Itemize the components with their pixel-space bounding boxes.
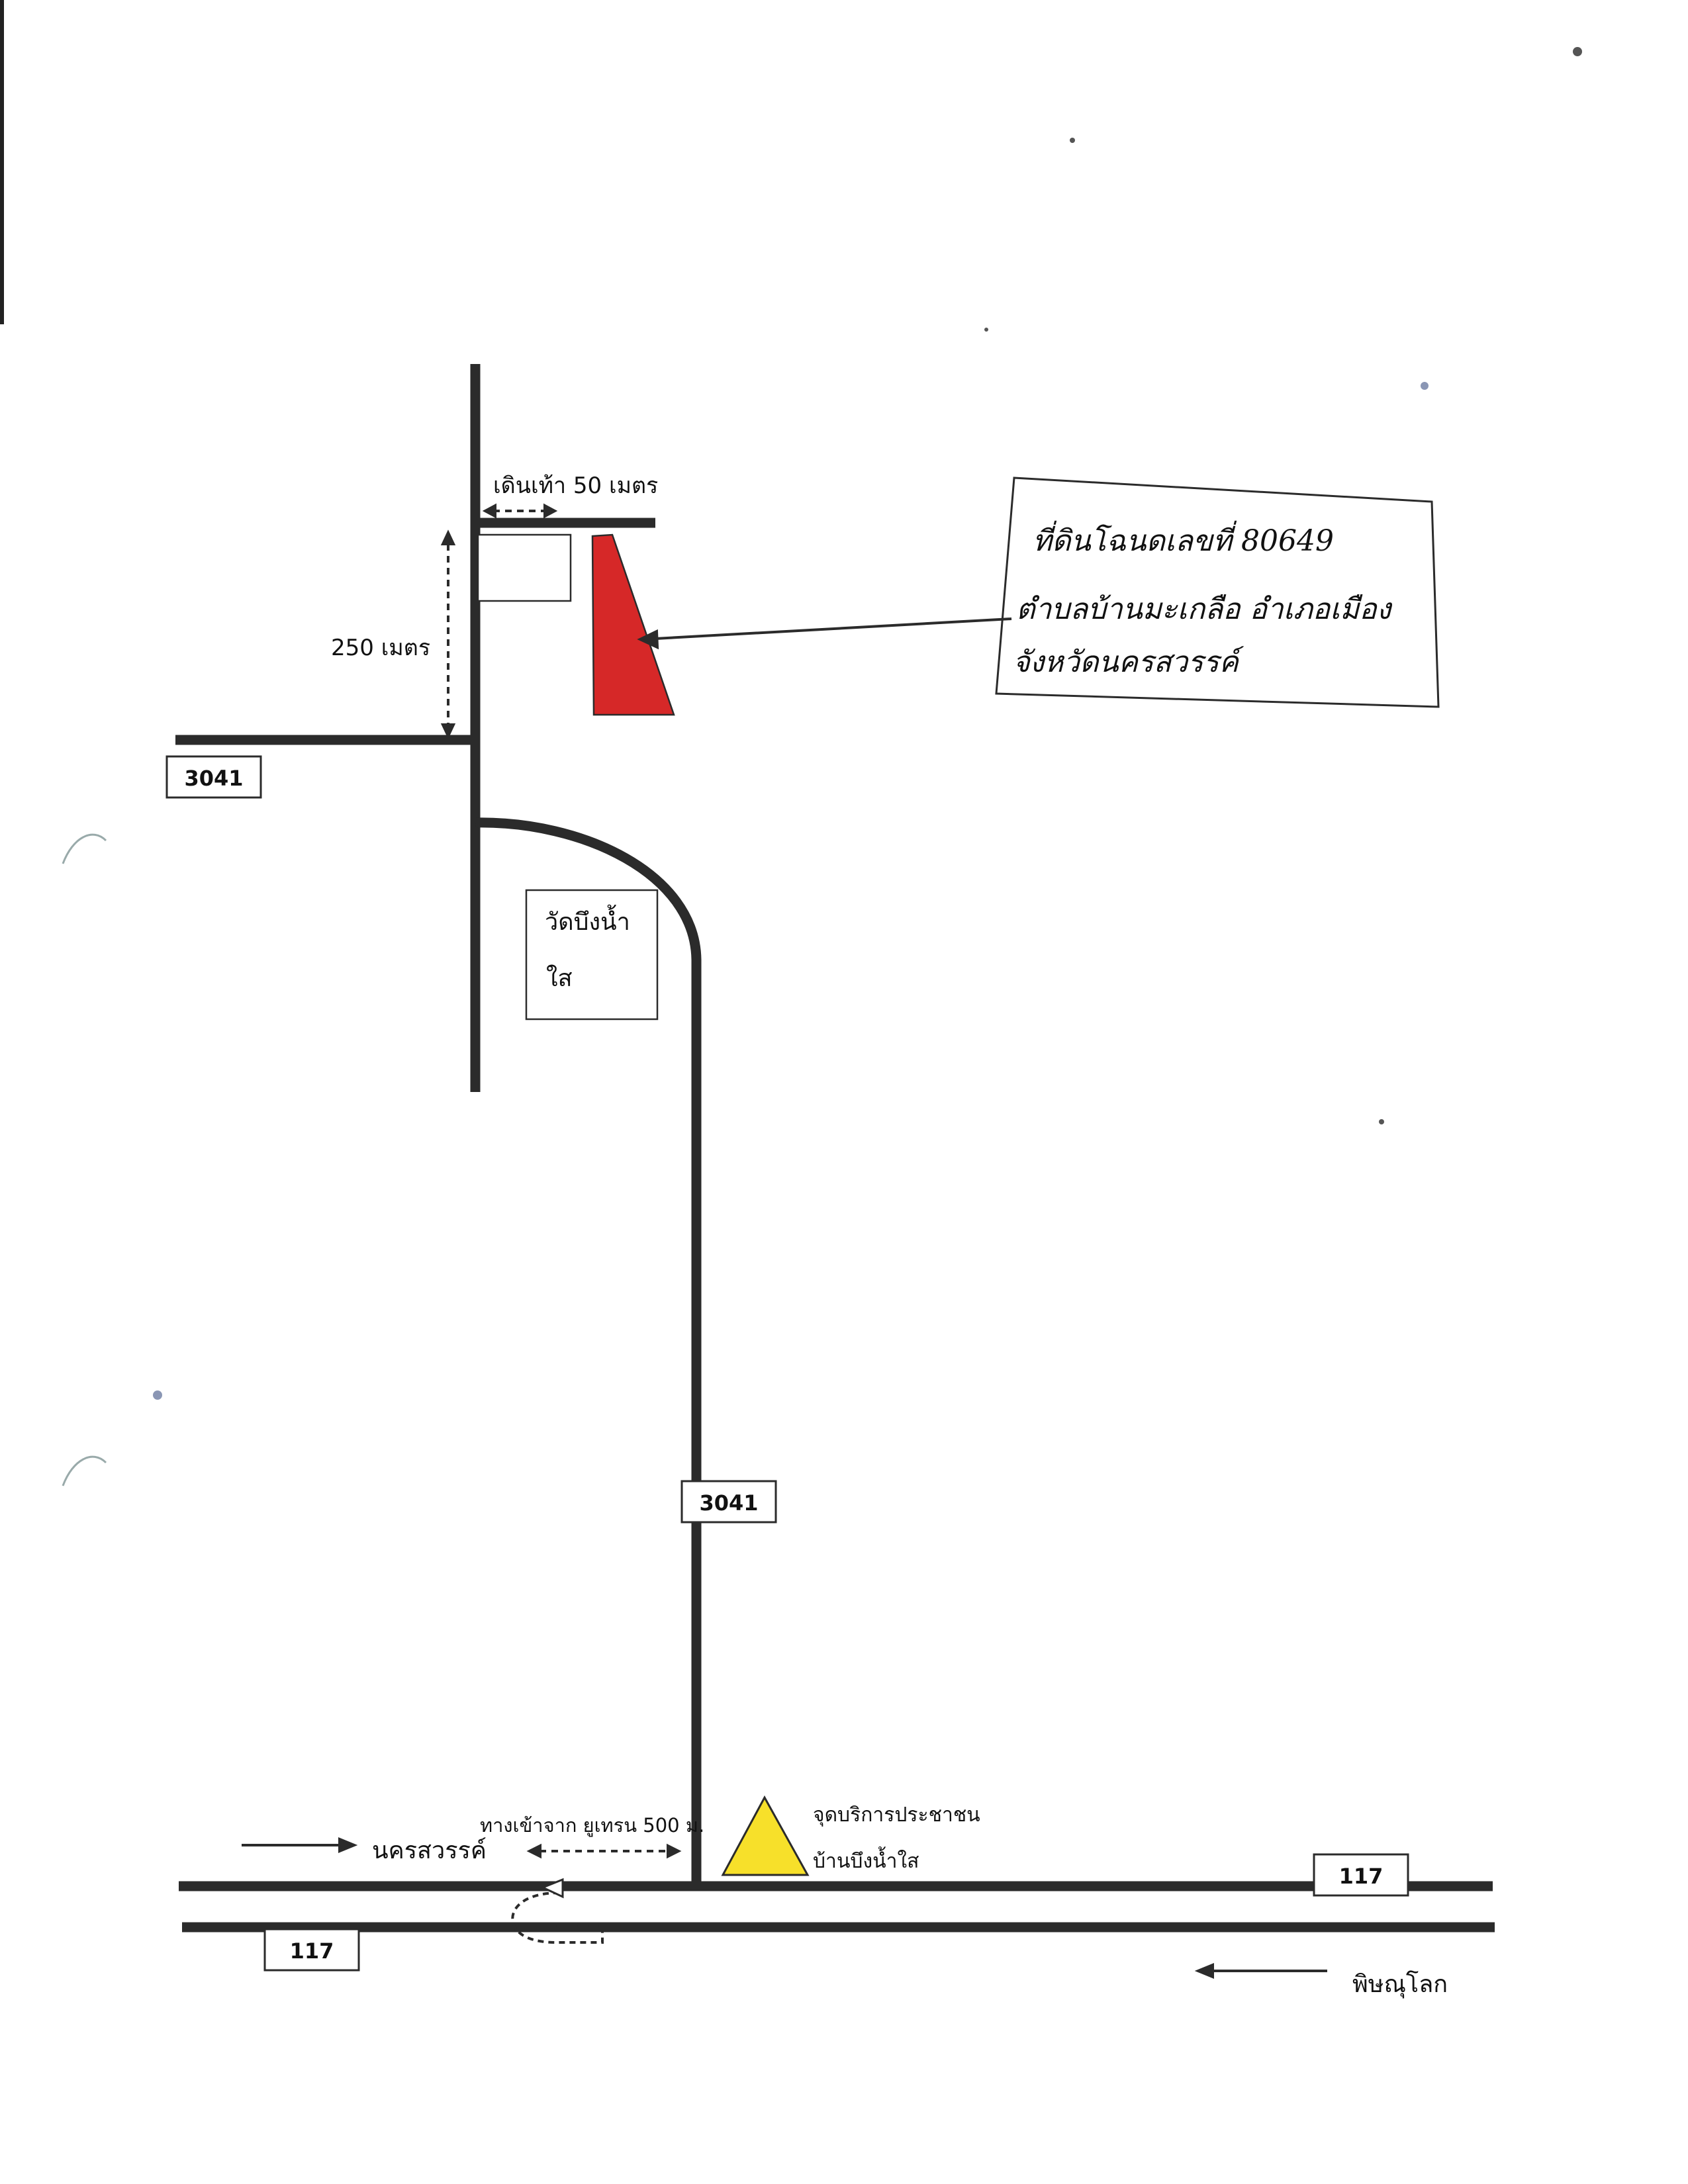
land-plot-shape <box>591 533 675 716</box>
u-turn-arrowhead <box>540 1878 564 1899</box>
info-box-line1: ที่ดินโฉนดเลขที่ 80649 <box>1033 520 1334 558</box>
info-pointer <box>637 617 1012 650</box>
distance-markers <box>440 503 682 1859</box>
temple-label-line2: ใส <box>546 964 573 992</box>
service-point-triangle <box>721 1795 810 1876</box>
arrow-to-phitsanulok-head <box>1194 1963 1214 1979</box>
walk-distance-label: เดินเท้า 50 เมตร <box>493 473 658 499</box>
roads <box>175 364 1495 1933</box>
direction-arrows <box>242 1837 1327 1979</box>
building-near-plot <box>477 533 572 602</box>
route-shield-3041-south: 3041 <box>680 1480 777 1524</box>
route-shield-3041-west-box <box>165 755 262 799</box>
scan-hole-mark <box>62 833 107 864</box>
route-shield-3041-south-box <box>680 1480 777 1524</box>
route-shield-117-east-text: 117 <box>1339 1864 1383 1889</box>
distance-250-label: 250 เมตร <box>331 635 430 661</box>
phitsanulok-label: พิษณุโลก <box>1352 1970 1448 1999</box>
scan-hole-mark <box>62 1455 107 1486</box>
temple-box: วัดบึงน้ำ ใส <box>525 889 659 1021</box>
u-turn-path <box>511 1891 604 1944</box>
scan-marks <box>0 0 1582 1486</box>
route-shield-117-west: 117 <box>263 1928 360 1972</box>
info-box-line3: จังหวัดนครสวรรค์ <box>1013 645 1244 679</box>
service-point-label-line1: จุดบริการประชาชน <box>813 1803 980 1827</box>
distance-250-bottom-head <box>440 723 456 739</box>
info-pointer-line <box>655 617 1012 640</box>
u-turn-arrow <box>511 1891 604 1944</box>
info-pointer-head <box>637 629 659 650</box>
info-box: ที่ดินโฉนดเลขที่ 80649 ตำบลบ้านมะเกลือ อ… <box>995 477 1440 708</box>
uturn-arrow-right-head <box>667 1843 682 1859</box>
road-3041-curve <box>475 817 702 1886</box>
route-shield-3041-west-text: 3041 <box>184 766 243 791</box>
scan-speck <box>153 1390 162 1400</box>
nakhon-sawan-label: นครสวรรค์ <box>372 1837 487 1864</box>
uturn-distance-label: ทางเข้าจาก ยูเทรน 500 ม. <box>480 1814 704 1837</box>
route-shield-117-west-box <box>263 1928 360 1972</box>
route-shield-117-west-text: 117 <box>290 1938 334 1964</box>
scan-speck <box>1379 1119 1384 1124</box>
distance-250-top-head <box>440 529 456 545</box>
info-box-outline <box>995 477 1440 708</box>
scan-speck <box>1573 47 1582 56</box>
scan-speck <box>1421 382 1429 390</box>
scan-speck <box>984 328 988 332</box>
arrow-to-nakhon-sawan-head <box>338 1837 358 1853</box>
uturn-arrow-left-head <box>526 1843 541 1859</box>
temple-outline <box>525 889 659 1021</box>
scan-speck <box>1070 138 1075 143</box>
route-shield-117-east-box <box>1313 1853 1409 1897</box>
service-point-label-line2: บ้านบึงน้ำใส <box>813 1846 919 1873</box>
walk-arrow-right-head <box>543 503 558 519</box>
info-box-line2: ตำบลบ้านมะเกลือ อำเภอเมือง <box>1016 592 1393 626</box>
route-shield-3041-south-text: 3041 <box>699 1490 758 1516</box>
temple-label-line1: วัดบึงน้ำ <box>545 904 630 936</box>
route-shield-117-east: 117 <box>1313 1853 1409 1897</box>
route-shield-3041-west: 3041 <box>165 755 262 799</box>
walk-arrow-left-head <box>482 503 496 519</box>
